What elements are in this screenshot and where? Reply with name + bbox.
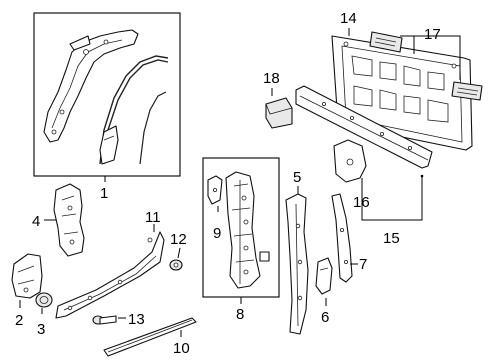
callout-18: 18 <box>263 70 280 87</box>
part-12-grommet <box>169 259 183 271</box>
part-2-corner-bracket <box>11 253 43 299</box>
part-3-plug <box>35 292 53 308</box>
part-17-vent-lower <box>451 81 483 101</box>
leader-dot <box>420 174 424 178</box>
part-15-cross-member <box>295 85 433 169</box>
callout-10: 10 <box>173 340 190 357</box>
callout-11: 11 <box>145 209 161 226</box>
callout-7: 7 <box>359 256 367 273</box>
part-5-lock-pillar <box>285 193 309 335</box>
part-13-clip <box>92 315 117 325</box>
part-8-small-square <box>259 251 270 262</box>
part-16-bracket <box>333 139 367 183</box>
callout-9: 9 <box>213 225 221 242</box>
part-7-pillar-trim <box>331 193 353 283</box>
callout-5: 5 <box>293 169 301 186</box>
callout-16: 16 <box>353 194 370 211</box>
callout-12: 12 <box>170 231 187 248</box>
callout-14: 14 <box>340 10 357 27</box>
part-1-trim-piece <box>99 125 119 165</box>
part-8-center-pillar <box>225 171 261 289</box>
callout-13: 13 <box>128 311 145 328</box>
callout-4: 4 <box>32 213 40 230</box>
part-1-side-panel <box>43 29 139 143</box>
callout-2: 2 <box>15 312 23 329</box>
part-4-pillar-bracket <box>53 183 85 257</box>
group-box-1 <box>33 12 181 177</box>
part-9-small-bracket <box>207 175 223 205</box>
callout-15: 15 <box>383 230 400 247</box>
callout-6: 6 <box>321 309 329 326</box>
part-10-rocker-moulding <box>103 317 197 357</box>
part-6-cover <box>315 257 333 295</box>
callout-3: 3 <box>37 321 45 338</box>
part-18-block <box>265 97 293 129</box>
part-17-vent-upper <box>369 31 403 53</box>
part-11-rocker-panel <box>55 231 165 319</box>
callout-1: 1 <box>100 185 108 202</box>
callout-17: 17 <box>424 26 441 43</box>
callout-8: 8 <box>236 306 244 323</box>
